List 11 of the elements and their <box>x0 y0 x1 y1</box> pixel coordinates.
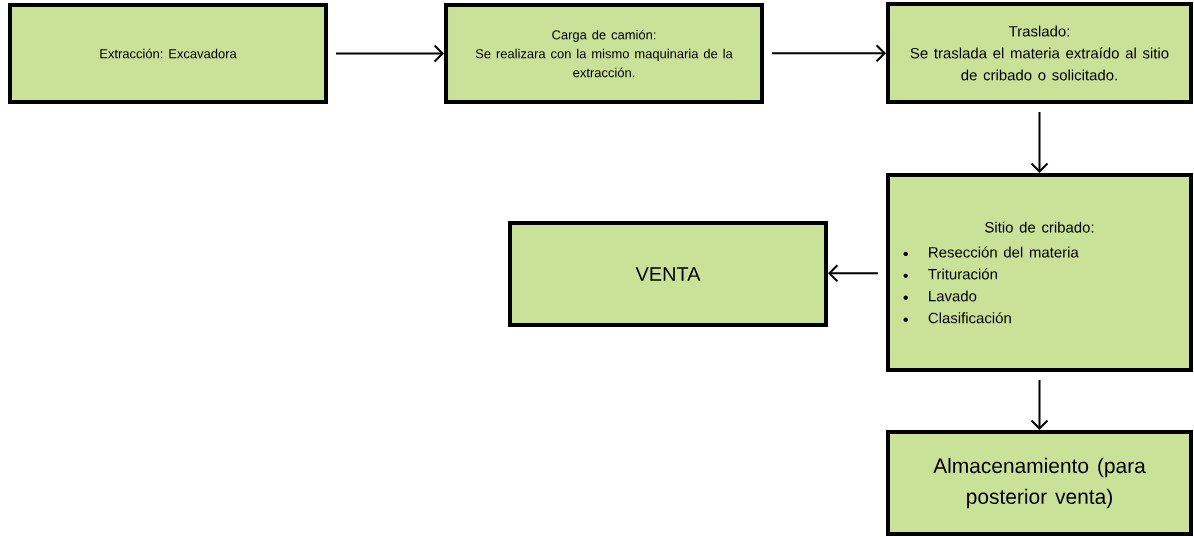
arrow <box>335 44 444 63</box>
process-box: Traslado: Se traslada el materia extraído al sitio de cribado o solicitado. <box>886 2 1193 104</box>
process-box: Sitio de cribado: Resección del materia Trituración Lavado Clasificación <box>886 173 1193 372</box>
arrow <box>1030 379 1049 430</box>
process-box: Almacenamiento (para posterior venta) <box>886 430 1193 536</box>
arrow <box>828 264 879 283</box>
process-box: Carga de camión: Se realizara con la mismo maquinaria de la extracción. <box>444 3 764 104</box>
arrow <box>1030 111 1049 173</box>
process-box: Extracción: Excavadora <box>8 3 328 104</box>
process-box: VENTA <box>508 221 828 327</box>
arrow <box>771 44 886 63</box>
